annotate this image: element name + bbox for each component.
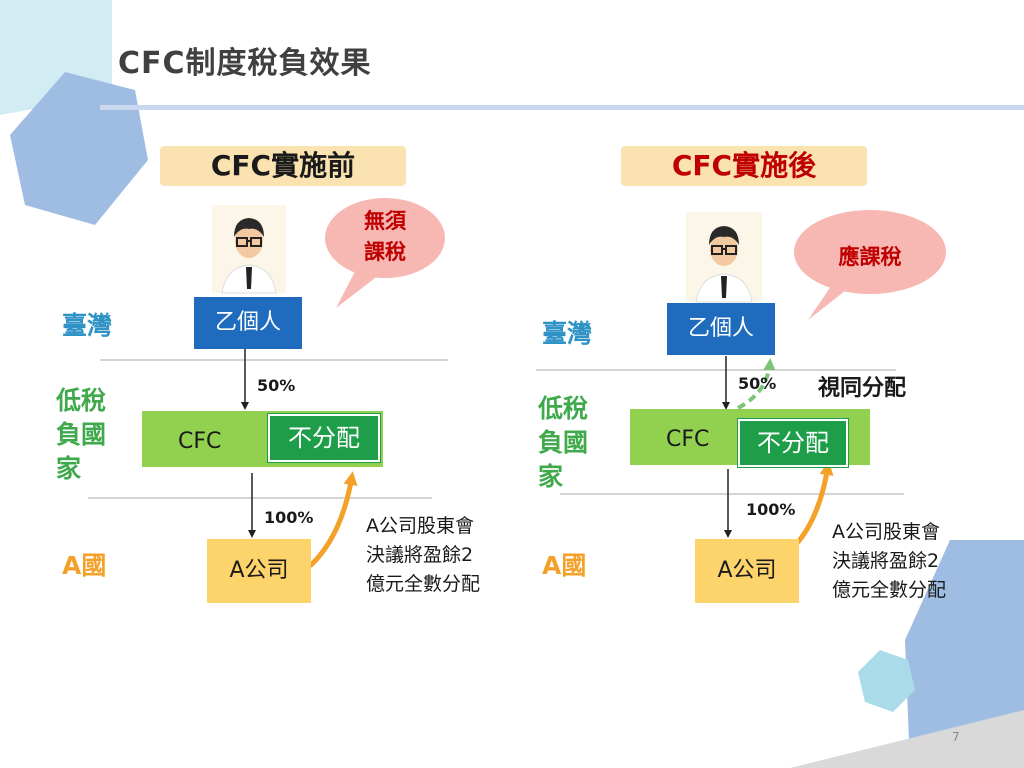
region-line: 家 [56, 454, 82, 483]
note-line: 億元全數分配 [366, 573, 481, 595]
header-rule [100, 105, 1024, 110]
distribution-note: A公司股東會 決議將盈餘2 億元全數分配 [832, 518, 946, 605]
region-line: 家 [538, 462, 564, 491]
deco-hexagon-blue-right [905, 540, 1024, 768]
no-distribution-box: 不分配 [268, 414, 380, 462]
person-avatar-icon [212, 205, 286, 294]
region-line: 負國 [56, 420, 107, 449]
individual-box: 乙個人 [194, 297, 302, 349]
deemed-distribution-arrow [737, 358, 776, 410]
bubble-line: 無須 [364, 209, 406, 233]
ownership-label-50: 50% [257, 376, 296, 395]
ownership-label-50: 50% [738, 374, 777, 393]
region-line: 低稅 [538, 394, 589, 423]
deco-triangle-grey [790, 710, 1024, 768]
company-a-box: A公司 [207, 539, 311, 603]
page-number: 7 [952, 730, 960, 744]
bubble-text-taxable: 應課稅 [838, 245, 902, 269]
person-avatar-icon [686, 212, 762, 303]
bubble-text-no-tax: 無須 課稅 [345, 206, 425, 268]
region-label-taiwan: 臺灣 [62, 311, 113, 340]
deco-hexagon-blue-left [10, 72, 148, 225]
note-line: 億元全數分配 [832, 579, 947, 601]
banner-before-cfc: CFC實施前 [160, 146, 406, 186]
speech-bubble-left [325, 198, 445, 308]
note-line: A公司股東會 [832, 521, 940, 543]
region-label-low-tax-country: 低稅 負國 家 [538, 392, 598, 494]
deco-hexagon-light-small [858, 650, 915, 712]
region-label-low-tax-country: 低稅 負國 家 [56, 384, 116, 486]
cfc-label: CFC [666, 427, 710, 452]
note-line: 決議將盈餘2 [832, 550, 940, 572]
region-label-country-a: A國 [62, 551, 107, 580]
company-a-box: A公司 [695, 539, 799, 603]
note-line: 決議將盈餘2 [366, 544, 474, 566]
deemed-distribution-label: 視同分配 [818, 376, 907, 401]
individual-box: 乙個人 [667, 303, 775, 355]
note-line: A公司股東會 [366, 515, 474, 537]
no-distribution-box: 不分配 [738, 419, 848, 467]
speech-bubble-right [794, 210, 946, 320]
distribution-note: A公司股東會 決議將盈餘2 億元全數分配 [366, 512, 480, 599]
distribution-arrow [308, 471, 358, 568]
region-line: 低稅 [56, 386, 107, 415]
region-label-taiwan: 臺灣 [542, 319, 593, 348]
bubble-line: 課稅 [364, 240, 406, 264]
ownership-label-100: 100% [746, 500, 796, 519]
cfc-label: CFC [178, 429, 222, 454]
region-label-country-a: A國 [542, 551, 587, 580]
ownership-label-100: 100% [264, 508, 314, 527]
page-title: CFC制度稅負效果 [118, 46, 372, 81]
banner-after-cfc: CFC實施後 [621, 146, 867, 186]
region-line: 負國 [538, 428, 589, 457]
